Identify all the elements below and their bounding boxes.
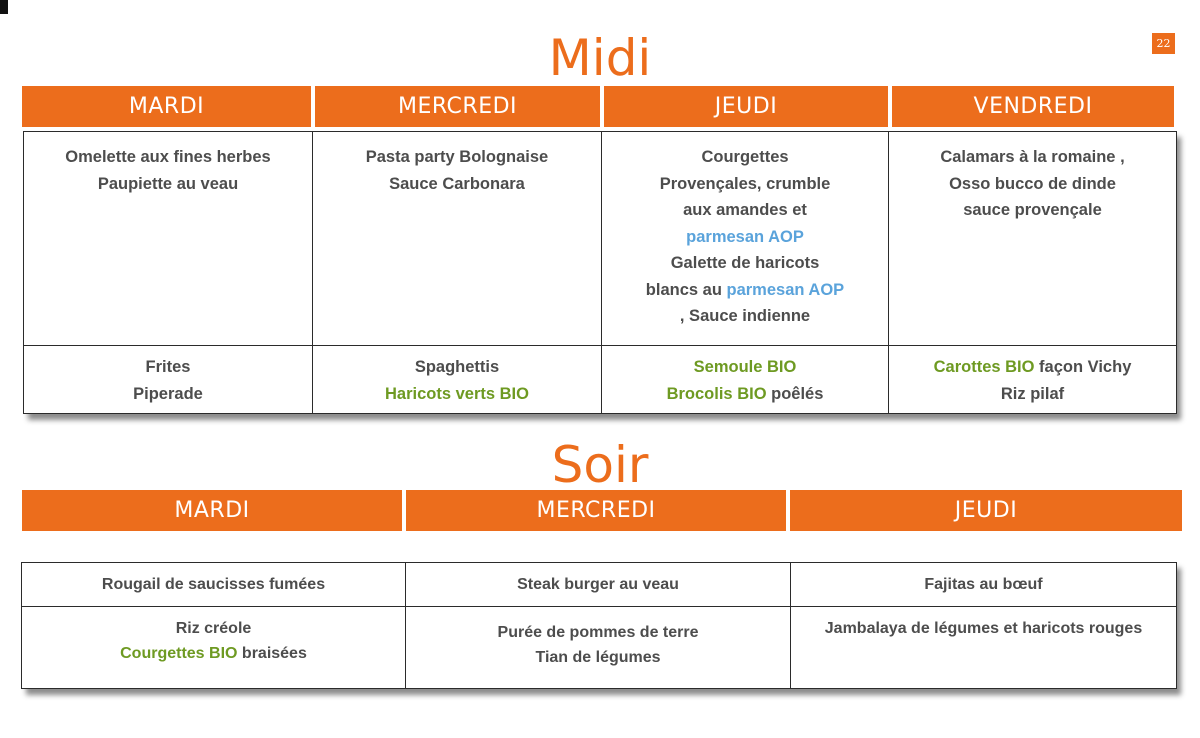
side: Jambalaya de légumes et haricots rouges (824, 620, 1143, 637)
bio-label: Haricots verts BIO (385, 384, 529, 403)
dish-line: blancs au parmesan AOP (606, 277, 884, 304)
soir-day-header: MARDI MERCREDI JEUDI (22, 490, 1182, 531)
midi-sides-mardi: Frites Piperade (23, 345, 313, 414)
midi-main-mardi: Omelette aux fines herbes Paupiette au v… (23, 131, 313, 346)
side: Brocolis BIO poêlés (606, 381, 884, 408)
side: Frites (145, 358, 191, 376)
soir-sides-mercredi: Purée de pommes de terre Tian de légumes (405, 606, 791, 689)
midi-main-row: Omelette aux fines herbes Paupiette au v… (23, 131, 1177, 346)
midi-menu-table: Omelette aux fines herbes Paupiette au v… (23, 131, 1177, 414)
dish: Omelette aux fines herbes (65, 148, 271, 166)
bio-label: Carottes BIO (933, 358, 1035, 376)
corner-mark (0, 0, 8, 14)
dish: Pasta party Bolognaise (365, 148, 549, 166)
soir-header-mardi: MARDI (22, 490, 402, 531)
dish-line: Courgettes (701, 148, 789, 166)
soir-header-mercredi: MERCREDI (406, 490, 786, 531)
soir-sides-row: Riz créole Courgettes BIO braisées Purée… (21, 606, 1177, 689)
midi-sides-row: Frites Piperade Spaghettis Haricots vert… (23, 345, 1177, 414)
dish: Sauce Carbonara (389, 174, 525, 193)
soir-title: Soir (551, 436, 649, 494)
midi-sides-jeudi: Semoule BIO Brocolis BIO poêlés (601, 345, 889, 414)
midi-title: Midi (548, 29, 652, 87)
side: Courgettes BIO braisées (26, 641, 401, 666)
dish-line: , Sauce indienne (679, 307, 811, 325)
soir-sides-jeudi: Jambalaya de légumes et haricots rouges (790, 606, 1177, 689)
dish: sauce provençale (963, 201, 1102, 219)
side: Tian de légumes (535, 649, 661, 666)
midi-header-mercredi: MERCREDI (315, 86, 600, 127)
midi-main-jeudi: Courgettes Provençales, crumble aux aman… (601, 131, 889, 346)
dish-line: Provençales, crumble (659, 174, 831, 193)
midi-main-vendredi: Calamars à la romaine , Osso bucco de di… (888, 131, 1177, 346)
midi-sides-mercredi: Spaghettis Haricots verts BIO (312, 345, 602, 414)
aop-label: parmesan AOP (726, 280, 845, 299)
side: Purée de pommes de terre (497, 624, 699, 641)
aop-label: parmesan AOP (686, 227, 804, 246)
dish-line: aux amandes et (683, 201, 807, 219)
midi-day-header: MARDI MERCREDI JEUDI VENDREDI (22, 86, 1174, 127)
dish: Calamars à la romaine , (940, 148, 1125, 166)
soir-menu-table: Rougail de saucisses fumées Steak burger… (21, 562, 1177, 689)
midi-sides-vendredi: Carottes BIO façon Vichy Riz pilaf (888, 345, 1177, 414)
side: Riz pilaf (1000, 384, 1065, 403)
dish-line: Galette de haricots (670, 254, 820, 272)
dish-text: blancs au (645, 280, 727, 299)
side-text: poêlés (766, 384, 824, 403)
side: Riz créole (175, 620, 252, 637)
bio-label: Brocolis BIO (666, 384, 767, 403)
page-number: 22 (1152, 33, 1175, 54)
soir-header-jeudi: JEUDI (790, 490, 1182, 531)
soir-main-mardi: Rougail de saucisses fumées (21, 562, 406, 607)
side: Spaghettis (414, 358, 500, 376)
soir-main-row: Rougail de saucisses fumées Steak burger… (21, 562, 1177, 607)
dish: Osso bucco de dinde (949, 174, 1116, 193)
side: Piperade (133, 384, 203, 403)
side: Carottes BIO façon Vichy (893, 354, 1172, 381)
midi-main-mercredi: Pasta party Bolognaise Sauce Carbonara (312, 131, 602, 346)
soir-sides-mardi: Riz créole Courgettes BIO braisées (21, 606, 406, 689)
side-text: braisées (237, 645, 307, 662)
side-text: façon Vichy (1034, 358, 1132, 376)
midi-header-vendredi: VENDREDI (892, 86, 1174, 127)
dish: Paupiette au veau (97, 174, 239, 193)
midi-header-mardi: MARDI (22, 86, 311, 127)
soir-main-mercredi: Steak burger au veau (405, 562, 791, 607)
midi-header-jeudi: JEUDI (604, 86, 888, 127)
bio-label: Semoule BIO (693, 358, 797, 376)
soir-main-jeudi: Fajitas au bœuf (790, 562, 1177, 607)
bio-label: Courgettes BIO (120, 645, 238, 662)
